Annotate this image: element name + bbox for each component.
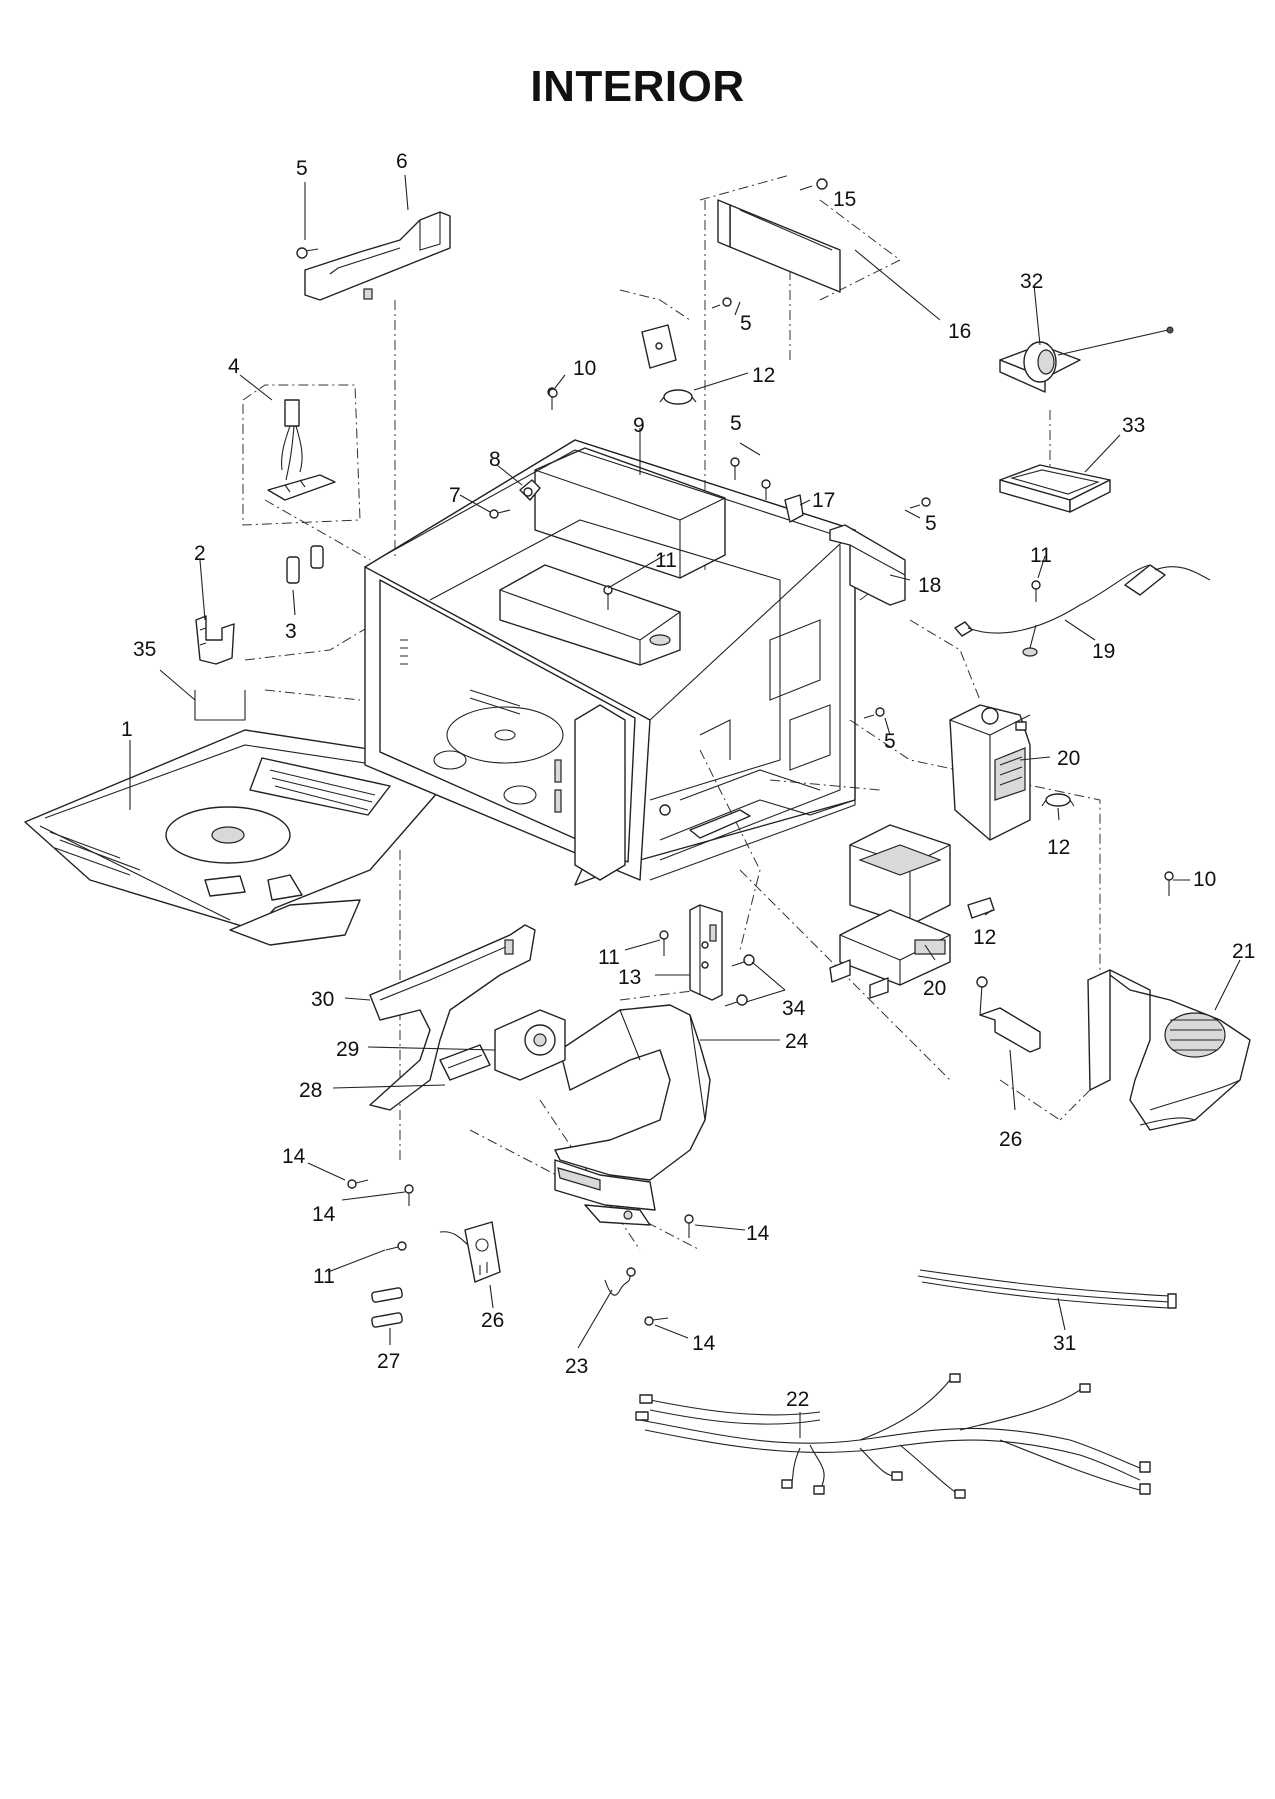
callout-20: 20 [923,977,946,1000]
part-12-thermal-switch-b [1041,793,1075,807]
part-1-base-plate [24,729,441,946]
callout-18: 18 [918,574,941,597]
callout-35: 35 [133,638,156,661]
part-2-clip [195,615,235,665]
callout-27: 27 [377,1350,400,1373]
oven-cavity [364,439,857,886]
callout-13: 13 [618,966,641,989]
part-28-plate [439,1044,491,1081]
callout-15: 15 [833,188,856,211]
part-3-fuses [286,545,324,584]
callout-29: 29 [336,1038,359,1061]
callout-9: 9 [633,414,645,437]
part-20-magnetron [949,704,1031,841]
callout-22: 22 [786,1388,809,1411]
callout-26: 26 [481,1309,504,1332]
callout-14: 14 [692,1332,716,1355]
part-15-screw [799,178,828,191]
callout-26: 26 [999,1128,1022,1151]
callout-23: 23 [565,1355,588,1378]
part-8-small-part [519,479,541,501]
callout-32: 32 [1020,270,1043,293]
part-plate-top [641,324,677,369]
callout-5: 5 [884,730,896,753]
callout-12: 12 [973,926,996,949]
part-32-motor [999,326,1174,393]
part-21-fan-motor [1087,969,1251,1131]
part-7-screw [489,509,511,519]
callout-2: 2 [194,542,206,565]
callout-24: 24 [785,1030,809,1053]
callout-19: 19 [1092,640,1115,663]
part-24-air-duct [554,1004,711,1226]
part-16-top-panel [717,199,841,293]
callout-5: 5 [296,157,308,180]
callout-5: 5 [740,312,752,335]
part-13-bracket [689,904,723,1001]
callout-31: 31 [1053,1332,1076,1355]
callout-14: 14 [746,1222,770,1245]
part-23-sensor [604,1267,636,1296]
part-34-screws [724,954,755,1007]
part-12-thermal-switch-a [659,389,697,405]
callout-11: 11 [655,549,677,572]
part-17-clip [784,494,804,523]
callout-12: 12 [752,364,775,387]
callout-8: 8 [489,448,501,471]
callout-3: 3 [285,620,297,643]
part-11-screw-d [385,1241,407,1251]
part-31-wire [917,1269,1177,1309]
leader-lines [129,174,1241,1438]
part-27-fuses [371,1287,403,1328]
part-22-harness [635,1373,1151,1499]
callout-28: 28 [299,1079,322,1102]
part-35-bracket-outline [194,690,246,721]
callout-14: 14 [282,1145,306,1168]
callout-14: 14 [312,1203,336,1226]
part-29-motor [494,1009,566,1081]
page-title: INTERIOR [530,62,745,111]
part-19-cord [954,564,1211,657]
callout-11: 11 [313,1265,335,1288]
callout-33: 33 [1122,414,1145,437]
callout-21: 21 [1232,940,1255,963]
callout-4: 4 [228,355,240,378]
part-14-screws [347,1179,694,1326]
callout-11: 11 [1030,544,1052,567]
callout-10: 10 [1193,868,1216,891]
part-26-board-lower [439,1221,501,1283]
part-18-bracket [829,524,906,606]
part-12-thermal-switch-c [967,897,995,919]
callout-5: 5 [925,512,937,535]
part-20-transformer [829,824,951,999]
callout-6: 6 [396,150,408,173]
part-30-bracket [369,924,536,1111]
callout-11: 11 [598,946,620,969]
part-6-bracket [304,211,451,301]
part-11-screw-c [659,930,669,956]
part-5-screw-a [296,247,319,259]
part-9-cavity-top [534,447,726,579]
part-10-screw-b [1164,871,1174,896]
part-26-bracket-right [976,976,1041,1053]
callout-7: 7 [449,484,461,507]
callout-labels: 5 6 15 16 32 5 10 12 4 33 9 5 8 7 17 5 2… [121,150,1255,1411]
part-4-switch-assembly [242,384,361,526]
callout-34: 34 [782,997,806,1020]
callout-16: 16 [948,320,971,343]
callout-17: 17 [812,489,835,512]
part-10-screw-a [548,388,558,398]
callout-30: 30 [311,988,334,1011]
callout-20: 20 [1057,747,1080,770]
callout-10: 10 [573,357,596,380]
part-33-tray [999,464,1111,513]
callout-12: 12 [1047,836,1070,859]
callout-5: 5 [730,412,742,435]
callout-1: 1 [121,718,133,741]
